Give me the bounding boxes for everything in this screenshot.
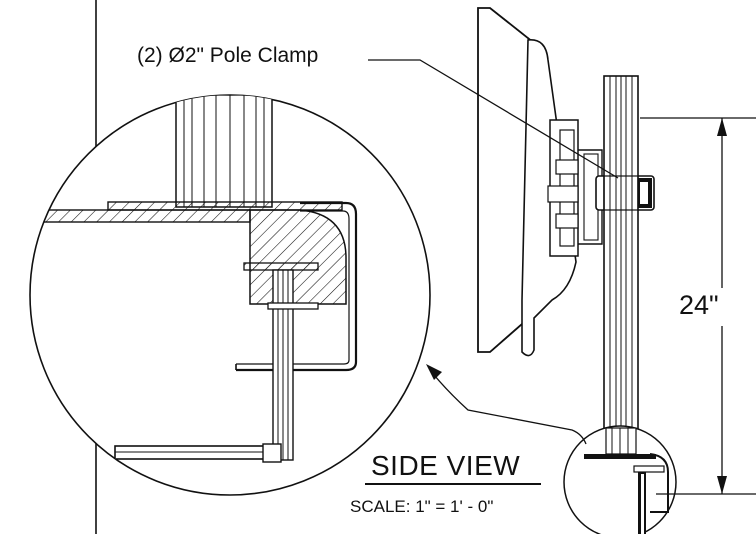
- monitor-assembly: [477, 7, 655, 357]
- dimension-24: [640, 117, 756, 495]
- view-title-underline: [365, 483, 541, 485]
- c-clamp-body: [236, 201, 358, 372]
- pole-clamp-label: (2) Ø2" Pole Clamp: [137, 44, 319, 67]
- height-dimension-label: 24": [679, 290, 719, 320]
- clamp-leader-line: [368, 59, 619, 179]
- view-title: SIDE VIEW: [371, 450, 521, 481]
- vesa-bracket: [547, 119, 603, 257]
- detail-leader-arrow: [426, 364, 442, 380]
- scale-label: SCALE: 1" = 1' - 0": [350, 497, 494, 516]
- clamp-corner-block: [249, 209, 347, 305]
- clamp-handle: [114, 443, 282, 463]
- detail-leader-line: [429, 369, 587, 445]
- detail-circle: [29, 94, 431, 496]
- small-detail-circle: [563, 425, 677, 534]
- clamp-screw: [267, 269, 319, 461]
- detail-pole: [175, 95, 273, 208]
- pressure-plate: [243, 262, 319, 271]
- desk-top-section: [30, 209, 251, 223]
